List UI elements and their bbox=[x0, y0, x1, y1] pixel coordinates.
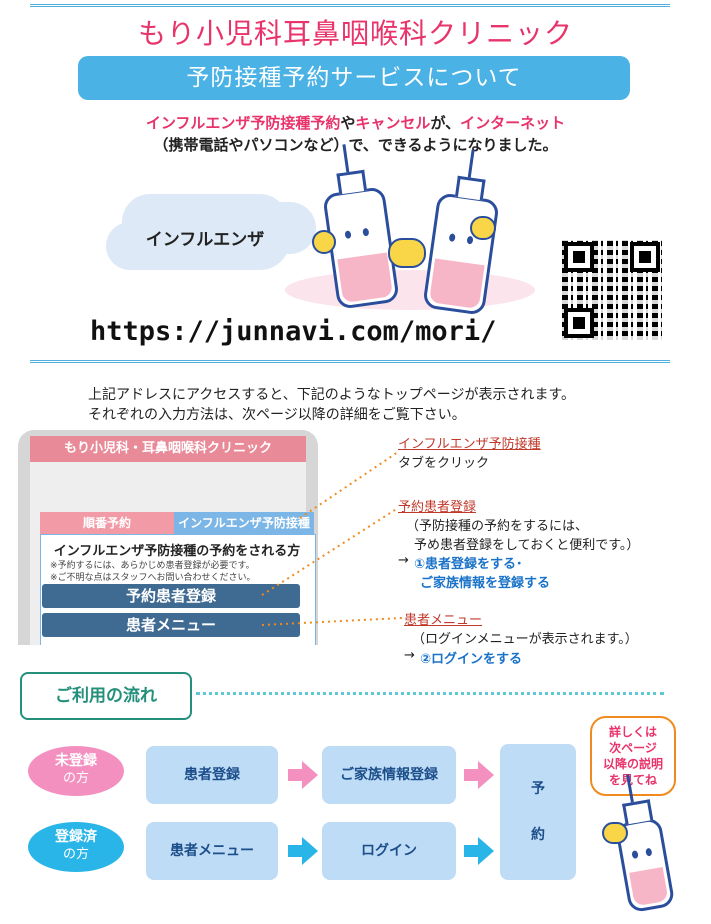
registered-label: 登録済 bbox=[55, 829, 97, 845]
panel-title: インフルエンザ予防接種の予約をされる方 bbox=[53, 544, 301, 559]
flow-title: ご利用の流れ bbox=[20, 672, 192, 720]
annotation-menu-title: 患者メニュー bbox=[404, 613, 483, 628]
unregistered-badge: 未登録 の方 bbox=[28, 746, 124, 796]
intro-highlight-cancel: キャンセル bbox=[355, 114, 431, 132]
connector-2 bbox=[261, 507, 399, 596]
arrow-blue-icon bbox=[288, 837, 318, 865]
step-login: ログイン bbox=[322, 822, 456, 880]
tab-order-reservation[interactable]: 順番予約 bbox=[40, 512, 174, 534]
panel-note-1: ※予約するには、あらかじめ患者登録が必要です。 bbox=[50, 561, 255, 571]
intro-text: や bbox=[340, 114, 356, 132]
glove-icon bbox=[388, 238, 426, 268]
annotation-register-text-1: （予防接種の予約をするには、 bbox=[406, 519, 589, 534]
intro-highlight-vaccine: インフルエンザ予防接種予約 bbox=[145, 114, 341, 132]
register-patient-button[interactable]: 予約患者登録 bbox=[42, 584, 300, 608]
intro-line-2: （携帯電話やパソコンなど）で、できるようになりました。 bbox=[153, 136, 558, 154]
connector-3 bbox=[261, 617, 403, 626]
top-divider bbox=[30, 4, 670, 11]
glove-icon bbox=[312, 230, 336, 254]
registered-badge: 登録済 の方 bbox=[28, 822, 124, 872]
annotation-vaccine-tab-text: タブをクリック bbox=[398, 456, 490, 471]
clinic-title: もり小児科耳鼻咽喉科クリニック bbox=[137, 17, 573, 50]
step-reserve-char-2: 約 bbox=[531, 827, 545, 843]
qr-code-icon[interactable] bbox=[562, 240, 662, 340]
step-patient-menu: 患者メニュー bbox=[146, 822, 278, 880]
phone-mockup: もり小児科・耳鼻咽喉科クリニック 順番予約 インフルエンザ予防接種 インフルエン… bbox=[18, 430, 318, 645]
bubble-line-4: を見てね bbox=[608, 773, 657, 787]
tab-influenza-vaccine[interactable]: インフルエンザ予防接種 bbox=[174, 512, 314, 534]
arrow-blue-icon bbox=[464, 837, 494, 865]
bubble-line-1: 詳しくは bbox=[608, 725, 657, 739]
link-login[interactable]: ②ログインをする bbox=[420, 652, 523, 667]
reservation-url[interactable]: https://junnavi.com/mori/ bbox=[90, 316, 497, 347]
influenza-cloud: インフルエンザ bbox=[120, 210, 290, 270]
glove-icon bbox=[470, 216, 496, 240]
arrow-pink-icon bbox=[288, 761, 318, 789]
speech-bubble: 詳しくは 次ページ 以降の説明 を見てね bbox=[590, 716, 676, 796]
annotation-register-text-2: 予め患者登録をしておくと便利です。） bbox=[414, 538, 640, 553]
arrow-right-icon: → bbox=[398, 553, 409, 568]
unregistered-label: 未登録 bbox=[55, 753, 97, 769]
glove-icon bbox=[602, 822, 628, 844]
connector-1 bbox=[299, 451, 399, 519]
panel-note-2: ※ご不明な点はスタッフへお問い合わせください。 bbox=[50, 573, 256, 583]
step-reserve-char-1: 予 bbox=[531, 781, 545, 797]
link-patient-register[interactable]: ①患者登録をする･ bbox=[414, 557, 523, 572]
annotation-vaccine-tab-title: インフルエンザ予防接種 bbox=[398, 437, 541, 452]
registered-sub: の方 bbox=[62, 847, 89, 862]
arrow-right-icon: → bbox=[404, 648, 415, 663]
phone-header: もり小児科・耳鼻咽喉科クリニック bbox=[30, 436, 306, 462]
flow-divider bbox=[196, 692, 664, 695]
unregistered-sub: の方 bbox=[62, 771, 89, 786]
middle-divider bbox=[30, 360, 670, 367]
access-text-1: 上記アドレスにアクセスすると、下記のようなトップページが表示されます。 bbox=[88, 387, 576, 403]
step-reserve: 予 約 bbox=[500, 744, 576, 880]
access-text-2: それぞれの入力方法は、次ページ以降の詳細をご覧下さい。 bbox=[88, 407, 466, 423]
step-family-register: ご家族情報登録 bbox=[322, 746, 456, 804]
patient-menu-button[interactable]: 患者メニュー bbox=[42, 613, 300, 637]
annotation-menu-text: （ログインメニューが表示されます。） bbox=[412, 632, 638, 647]
step-patient-register: 患者登録 bbox=[146, 746, 278, 804]
bubble-line-3: 以降の説明 bbox=[602, 757, 663, 771]
intro-highlight-internet: インターネット bbox=[460, 114, 566, 132]
intro-line-1: インフルエンザ予防接種予約やキャンセルが、インターネット bbox=[0, 112, 711, 133]
intro-text: が、 bbox=[430, 114, 461, 132]
arrow-pink-icon bbox=[464, 761, 494, 789]
link-family-register[interactable]: ご家族情報を登録する bbox=[420, 576, 551, 591]
mascot-shadow bbox=[285, 270, 535, 310]
annotation-register-title: 予約患者登録 bbox=[398, 500, 477, 515]
service-banner: 予防接種予約サービスについて bbox=[78, 56, 630, 100]
bubble-line-2: 次ページ bbox=[609, 741, 657, 755]
